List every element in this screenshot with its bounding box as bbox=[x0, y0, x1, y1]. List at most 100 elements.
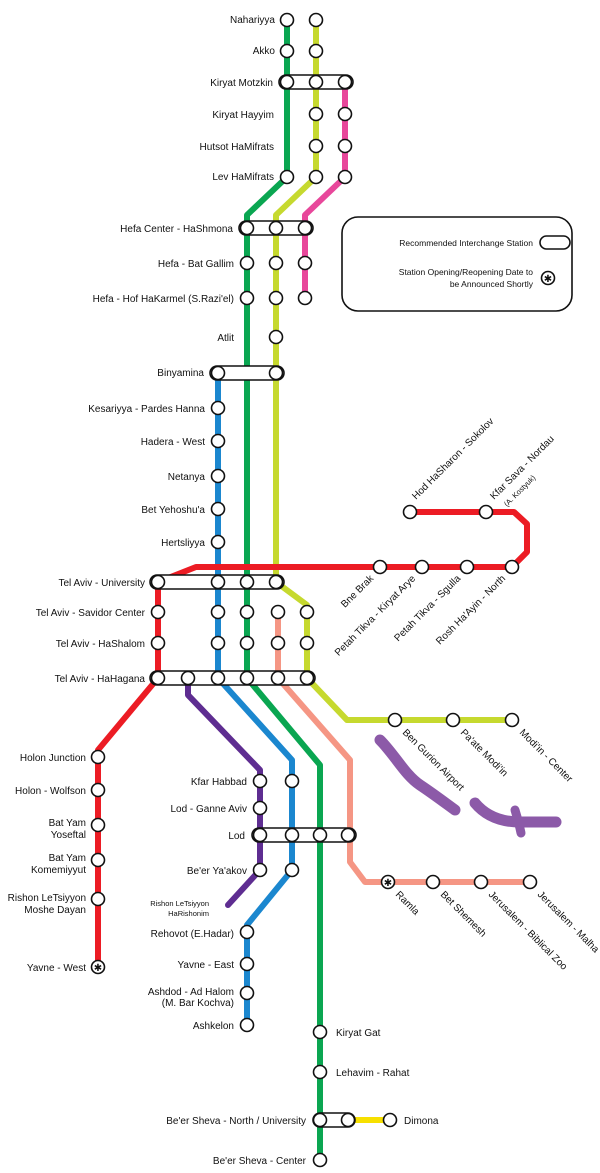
station-ta-university-blue bbox=[210, 574, 226, 590]
label-ramla: Ramla bbox=[393, 889, 422, 918]
label-lod-ganne-aviv: Lod - Ganne Aviv bbox=[170, 804, 247, 815]
label-hertsliyya: Hertsliyya bbox=[161, 538, 205, 549]
station-hahagana-green bbox=[239, 670, 255, 686]
legend-frame bbox=[341, 216, 573, 312]
station-hashalom-salmon bbox=[270, 635, 286, 651]
label-binyamina: Binyamina bbox=[157, 368, 204, 379]
station-hashalom-blue bbox=[210, 635, 226, 651]
station-bat-yam-yoseftal bbox=[90, 817, 106, 833]
legend-interchange-label: Recommended Interchange Station bbox=[399, 238, 533, 248]
blue-line bbox=[215, 370, 295, 1028]
station-hutsot-lime bbox=[308, 138, 324, 154]
legend-future-label-2: be Announced Shortly bbox=[450, 279, 534, 289]
station-holon-wolfson bbox=[90, 782, 106, 798]
station-hadera-blue bbox=[210, 433, 226, 449]
station-hahagana-salmon bbox=[270, 670, 286, 686]
label-bat-gallim: Hefa - Bat Gallim bbox=[158, 259, 234, 270]
label-ashdod-1: Ashdod - Ad Halom bbox=[148, 987, 234, 998]
station-kiryat-hayyim-pink bbox=[337, 106, 353, 122]
label-kiryat-hayyim: Kiryat Hayyim bbox=[212, 110, 274, 121]
lime-line bbox=[273, 17, 515, 723]
label-akko: Akko bbox=[253, 46, 276, 57]
station-hefa-center-lime bbox=[268, 220, 284, 236]
label-hof-hakarmel: Hefa - Hof HaKarmel (S.Razi'el) bbox=[93, 294, 234, 305]
label-hadera: Hadera - West bbox=[141, 437, 206, 448]
legend-future-star: ✱ bbox=[544, 274, 552, 285]
station-hashalom-red bbox=[150, 635, 166, 651]
label-bat-yam-yoseftal-2: Yoseftal bbox=[51, 830, 86, 841]
label-petah-tikva-ka: Petah Tikva - Kiryat Arye bbox=[333, 573, 419, 659]
label-modiin-center: Modi'in - Center bbox=[517, 727, 575, 785]
label-bet-yehoshua: Bet Yehoshu'a bbox=[141, 505, 205, 516]
station-hefa-center-green bbox=[239, 220, 255, 236]
interchange-ta-hahagana bbox=[149, 670, 316, 686]
label-holon-wolfson: Holon - Wolfson bbox=[15, 786, 86, 797]
station-ta-university-red bbox=[150, 574, 166, 590]
label-ashkelon: Ashkelon bbox=[193, 1021, 234, 1032]
label-kesariyya: Kesariyya - Pardes Hanna bbox=[88, 404, 205, 415]
station-hashalom-lime bbox=[299, 635, 315, 651]
station-lev-pink bbox=[337, 169, 353, 185]
label-lev-hamifrats: Lev HaMifrats bbox=[212, 172, 274, 183]
station-bet-yehoshua-blue bbox=[210, 501, 226, 517]
label-bat-yam-yoseftal-1: Bat Yam bbox=[49, 818, 86, 829]
purple-scribbles bbox=[374, 734, 562, 838]
label-nahariyya: Nahariyya bbox=[230, 15, 275, 26]
station-hutsot-pink bbox=[337, 138, 353, 154]
station-yavne-west bbox=[90, 959, 106, 975]
station-beer-sheva-center bbox=[312, 1152, 328, 1168]
label-bet-shemesh: Bet Shemesh bbox=[438, 889, 488, 939]
station-ashkelon bbox=[239, 1017, 255, 1033]
label-holon-junction: Holon Junction bbox=[20, 753, 86, 764]
station-kiryat-motzkin-lime bbox=[308, 74, 324, 90]
label-atlit: Atlit bbox=[217, 333, 234, 344]
station-netanya-blue bbox=[210, 468, 226, 484]
label-hutsot: Hutsot HaMifrats bbox=[200, 142, 274, 153]
station-hahagana-red bbox=[150, 670, 166, 686]
station-jlm-malha bbox=[522, 874, 538, 890]
label-hod-hasharon: Hod HaSharon - Sokolov bbox=[410, 416, 496, 502]
station-savidor-salmon bbox=[270, 604, 286, 620]
label-kiryat-gat: Kiryat Gat bbox=[336, 1028, 381, 1039]
future-station-markers: ✱ ✱ bbox=[94, 878, 392, 974]
station-kiryat-motzkin-pink bbox=[337, 74, 353, 90]
label-beer-sheva-north: Be'er Sheva - North / University bbox=[166, 1116, 306, 1127]
label-kiryat-motzkin: Kiryat Motzkin bbox=[210, 78, 273, 89]
station-lev-lime bbox=[308, 169, 324, 185]
station-savidor-lime bbox=[299, 604, 315, 620]
station-lod-purple bbox=[252, 827, 268, 843]
station-beer-yaakov-blue bbox=[284, 862, 300, 878]
station-kiryat-hayyim-lime bbox=[308, 106, 324, 122]
station-savidor-red bbox=[150, 604, 166, 620]
station-bat-gallim-lime bbox=[268, 255, 284, 271]
label-yavne-west: Yavne - West bbox=[27, 963, 86, 974]
label-ashdod-2: (M. Bar Kochva) bbox=[162, 998, 234, 1009]
station-lev-green bbox=[279, 169, 295, 185]
station-hahagana-blue bbox=[210, 670, 226, 686]
station-beer-sheva-north bbox=[312, 1112, 328, 1128]
label-kfar-habbad: Kfar Habbad bbox=[191, 777, 247, 788]
station-kesariyya-blue bbox=[210, 400, 226, 416]
label-ta-hashalom: Tel Aviv - HaShalom bbox=[56, 639, 145, 650]
station-kfar-habbad bbox=[252, 773, 268, 789]
label-rehovot: Rehovot (E.Hadar) bbox=[151, 929, 234, 940]
legend-future-label-1: Station Opening/Reopening Date to bbox=[399, 267, 533, 277]
station-binyamina-lime bbox=[268, 365, 284, 381]
legend-future-symbol bbox=[540, 270, 556, 286]
station-lod-salmon bbox=[340, 827, 356, 843]
label-ta-university: Tel Aviv - University bbox=[58, 578, 145, 589]
scribble-mark-3 bbox=[510, 805, 526, 838]
purple-line bbox=[185, 675, 263, 908]
station-hertsliyya-blue bbox=[210, 534, 226, 550]
station-petah-tikva-s bbox=[459, 559, 475, 575]
label-lehavim: Lehavim - Rahat bbox=[336, 1068, 410, 1079]
station-bet-shemesh bbox=[425, 874, 441, 890]
station-hahagana-lime bbox=[299, 670, 315, 686]
station-ben-gurion bbox=[387, 712, 403, 728]
station-hashalom-green bbox=[239, 635, 255, 651]
station-kiryat-gat bbox=[312, 1024, 328, 1040]
station-lod-green bbox=[312, 827, 328, 843]
label-jlm-zoo: Jerusalem - Biblical Zoo bbox=[486, 889, 570, 973]
station-hod-hasharon bbox=[402, 504, 418, 520]
